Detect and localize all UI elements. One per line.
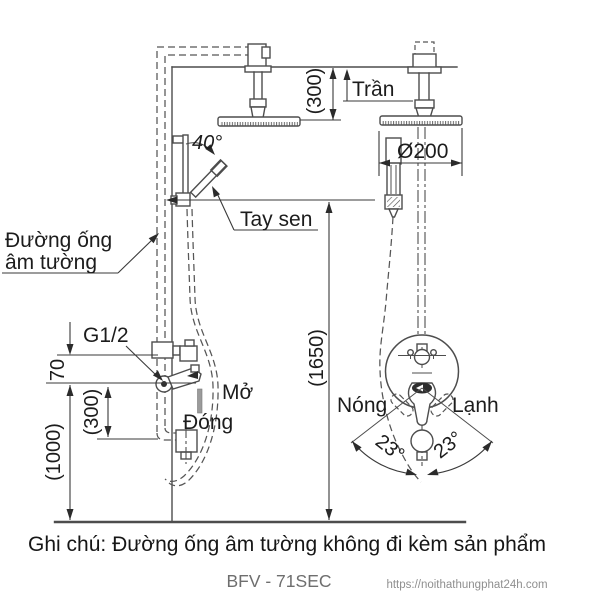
label-hot: Nóng (337, 394, 387, 417)
rain-shower-head-front (379, 41, 463, 126)
dim-ceiling-offset: (300) (304, 68, 326, 115)
side-view (151, 43, 458, 523)
slide-bar (170, 134, 191, 207)
label-ceiling: Trần (352, 78, 394, 101)
mixer-valve-front (350, 334, 494, 476)
footer-website: https://noithathungphat24h.com (386, 579, 547, 591)
label-thread-size: G1/2 (83, 324, 129, 347)
hose-side (164, 208, 219, 487)
hand-shower-front (384, 137, 403, 218)
dim-hand-shower-angle: 40° (192, 132, 222, 154)
label-open: Mở (222, 381, 253, 404)
hose-front (379, 216, 422, 483)
footer-note: Ghi chú: Đường ống âm tường không đi kèm… (28, 533, 546, 556)
mixer-valve-side (151, 339, 203, 464)
dim-swing-left: 23° (371, 430, 408, 466)
dim-valve-to-spout: (300) (81, 389, 103, 436)
footer-model: BFV - 71SEC (226, 571, 331, 591)
front-view (350, 41, 494, 483)
valve-lever (167, 367, 202, 390)
dim-bar-height: (1650) (306, 329, 328, 387)
label-concealed-pipe-line1: Đường ống (5, 229, 112, 252)
dim-valve-height: (1000) (43, 423, 65, 481)
label-hand-shower: Tay sen (240, 208, 312, 231)
label-cold: Lạnh (452, 394, 499, 417)
hand-shower-side (189, 158, 228, 199)
label-close: Đóng (183, 411, 233, 434)
concealed-pipes (156, 46, 252, 441)
dim-swing-right: 23° (430, 427, 467, 463)
supply-centerlines (417, 127, 426, 336)
diverter-knob (413, 348, 431, 366)
dimensions (2, 68, 467, 524)
dim-inlet-offset: 70 (47, 359, 69, 381)
label-concealed-pipe-line2: âm tường (5, 251, 97, 274)
dim-head-diameter: Ø200 (397, 140, 448, 163)
rain-shower-head-side (217, 43, 301, 127)
lever-closed-position (197, 388, 203, 414)
